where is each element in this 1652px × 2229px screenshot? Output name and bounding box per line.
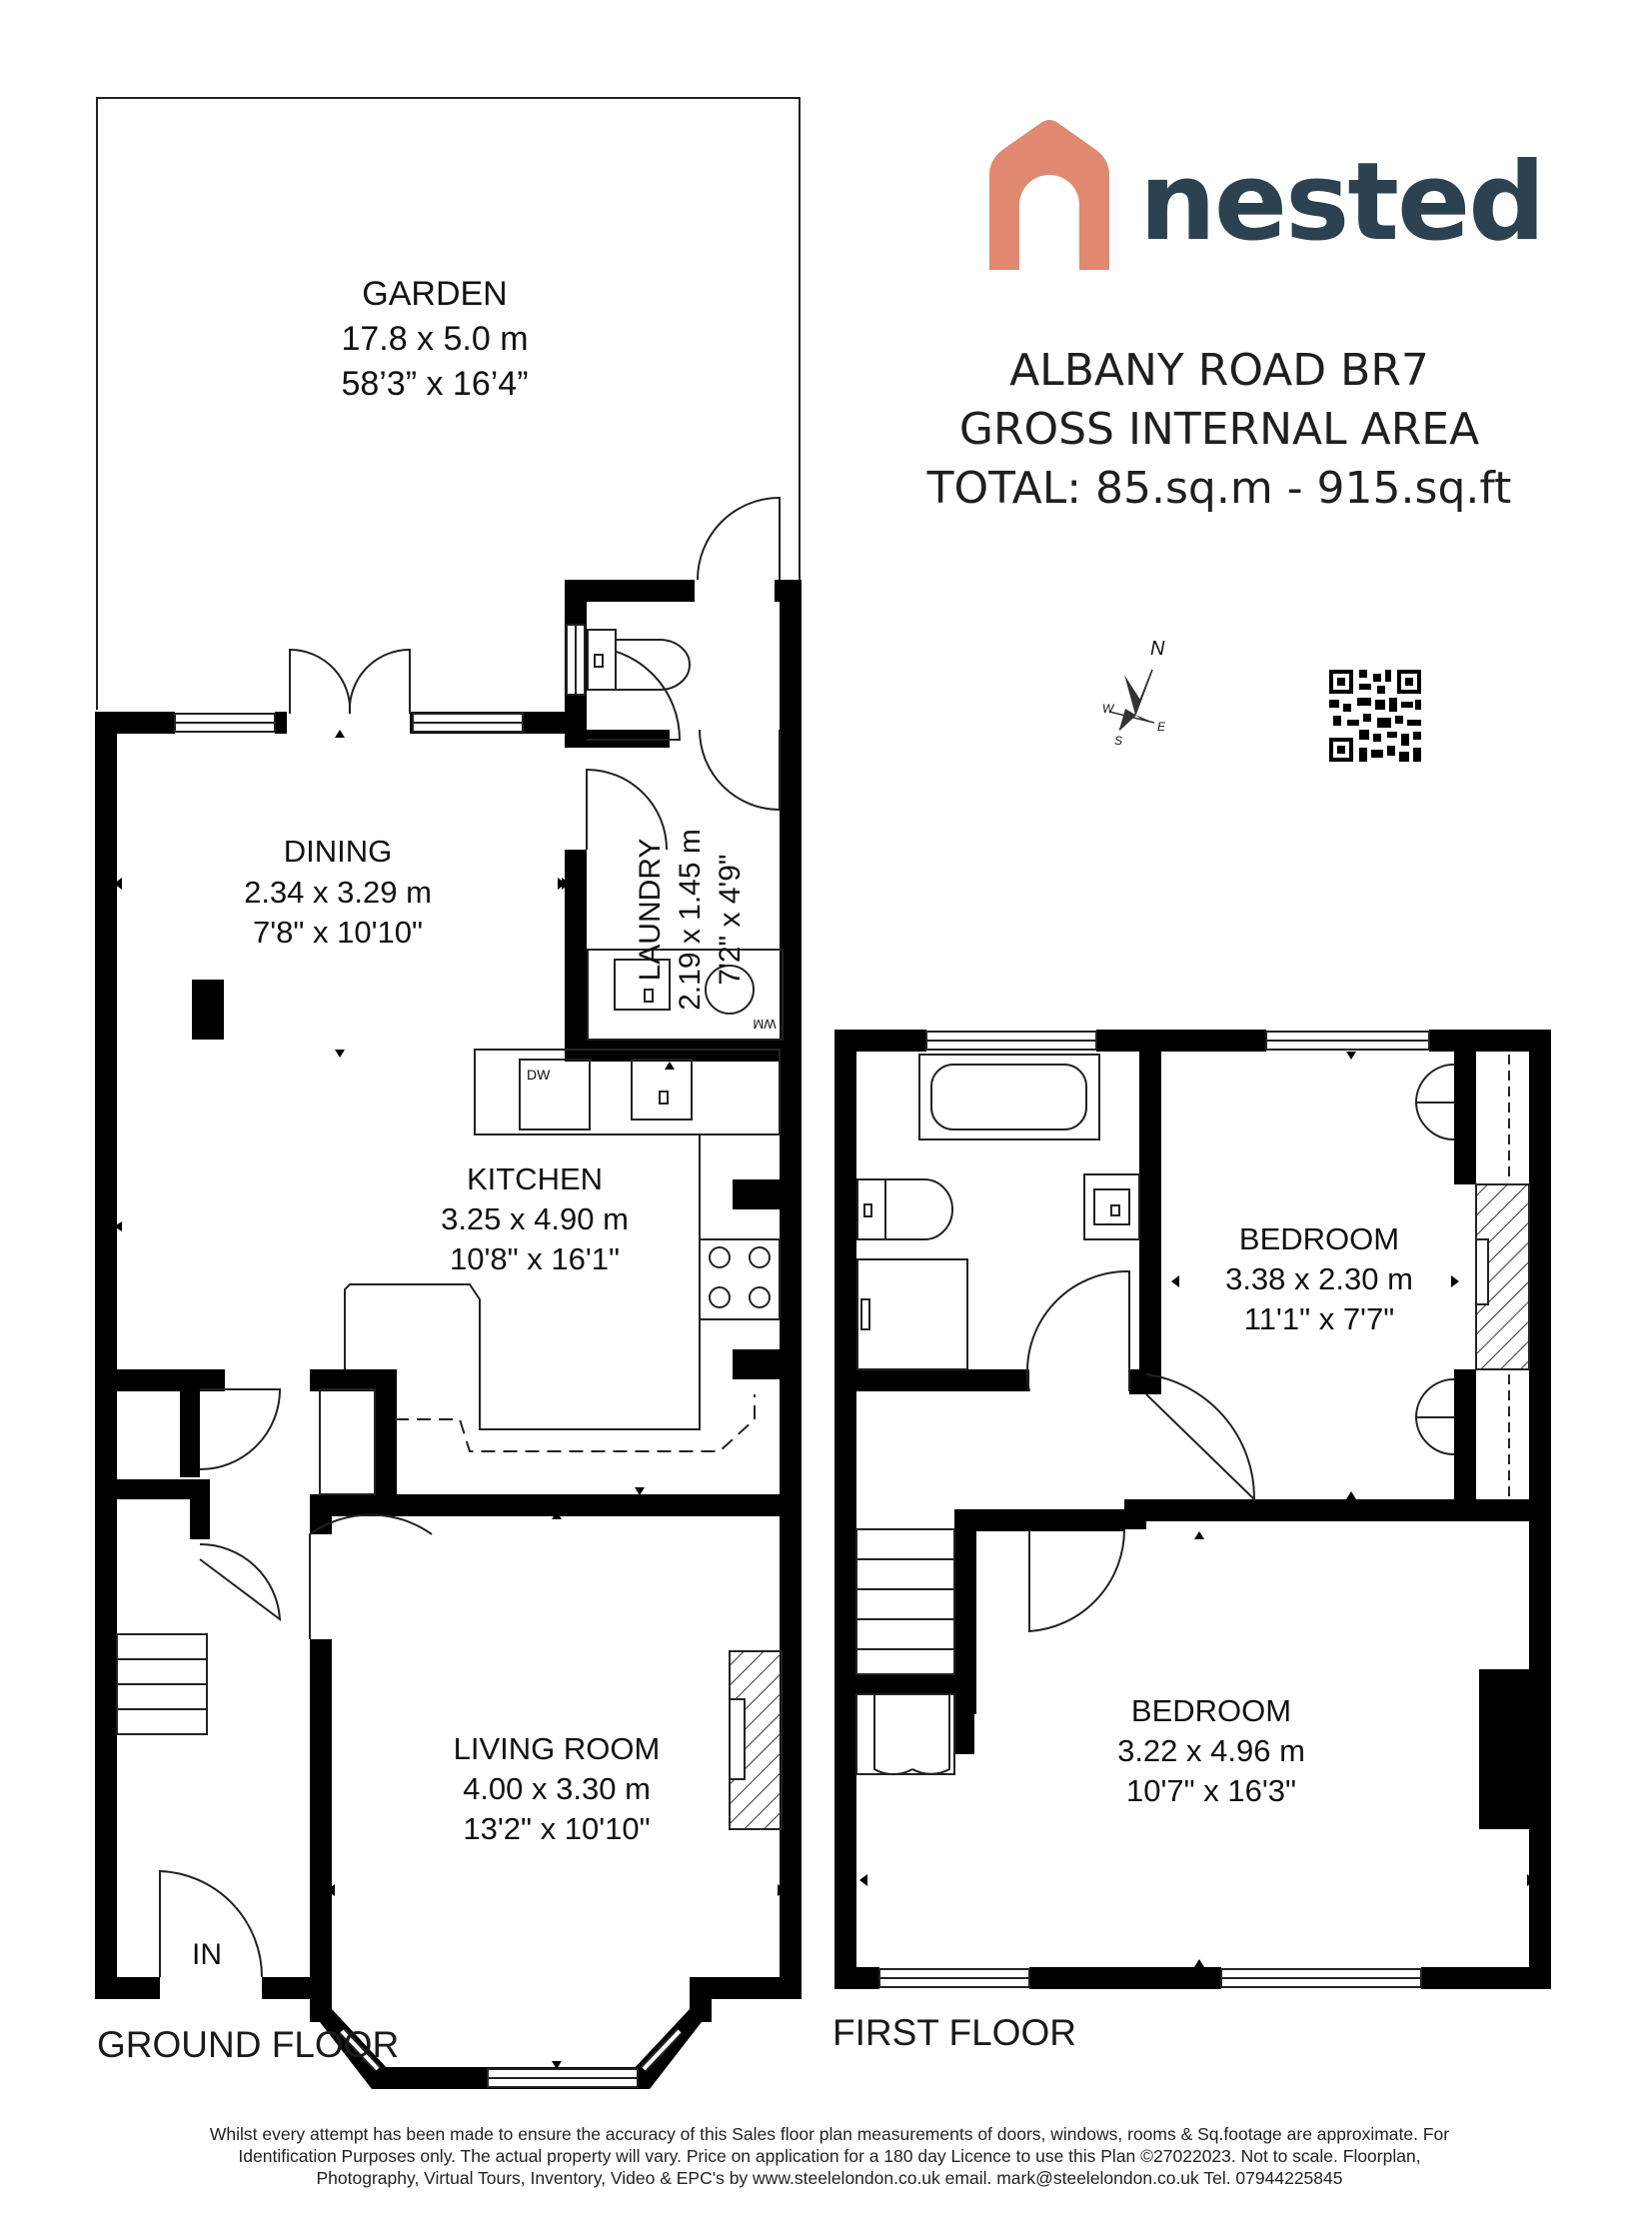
- dining-metric: 2.34 x 3.29 m: [244, 875, 432, 910]
- disclaimer-line-1: Whilst every attempt has been made to en…: [209, 2124, 1450, 2144]
- first-floor-fixtures: [855, 1054, 1530, 1776]
- laundry-label: LAUNDRY 2.19 x 1.45 m 7'2" x 4'9": [634, 829, 747, 1011]
- area-label: GROSS INTERNAL AREA: [958, 404, 1480, 455]
- first-floor-label: FIRST FLOOR: [832, 2012, 1076, 2053]
- laundry-metric: 2.19 x 1.45 m: [674, 829, 707, 1011]
- compass-w: W: [1102, 702, 1115, 716]
- garden-metric: 17.8 x 5.0 m: [341, 320, 528, 358]
- dining-column: [192, 980, 224, 1040]
- bedroom2-imperial: 10'7" x 16'3": [1126, 1773, 1296, 1808]
- wm-label: WM: [753, 1017, 776, 1032]
- living-room-label: LIVING ROOM 4.00 x 3.30 m 13'2" x 10'10": [454, 1731, 661, 1846]
- entrance-label: IN: [192, 1938, 222, 1971]
- dimension-markers: [114, 730, 786, 2069]
- first-floor-walls: [834, 1030, 1551, 1989]
- kitchen-metric: 3.25 x 4.90 m: [441, 1201, 629, 1236]
- laundry-name: LAUNDRY: [634, 839, 667, 982]
- dining-name: DINING: [284, 834, 393, 869]
- garden-name: GARDEN: [362, 275, 507, 313]
- laundry-imperial: 7'2" x 4'9": [714, 854, 747, 985]
- kitchen-imperial: 10'8" x 16'1": [450, 1241, 620, 1276]
- bedroom1-metric: 3.38 x 2.30 m: [1225, 1261, 1413, 1296]
- ground-floor-label: GROUND FLOOR: [97, 2024, 400, 2065]
- bedroom1-imperial: 11'1" x 7'7": [1244, 1301, 1394, 1336]
- ground-floor-walls: [95, 580, 802, 2089]
- disclaimer-line-2: Identification Purposes only. The actual…: [238, 2146, 1421, 2166]
- bedroom1-name: BEDROOM: [1239, 1221, 1399, 1256]
- kitchen-label: KITCHEN 3.25 x 4.90 m 10'8" x 16'1": [441, 1161, 629, 1276]
- total-area: TOTAL: 85.sq.m - 915.sq.ft: [926, 463, 1512, 514]
- first-floor-markers: [859, 1052, 1535, 1967]
- living-imperial: 13'2" x 10'10": [463, 1811, 650, 1846]
- address-title: ALBANY ROAD BR7: [1009, 345, 1429, 396]
- compass-n: N: [1150, 638, 1165, 660]
- nested-logo-icon: [989, 120, 1109, 270]
- garden: GARDEN 17.8 x 5.0 m 58’3” x 16’4”: [96, 97, 801, 710]
- disclaimer: Whilst every attempt has been made to en…: [170, 2123, 1489, 2189]
- bedroom2-name: BEDROOM: [1131, 1693, 1291, 1728]
- dining-label: DINING 2.34 x 3.29 m 7'8" x 10'10": [244, 834, 432, 950]
- first-floor-windows: [878, 1031, 1430, 1988]
- kitchen-name: KITCHEN: [467, 1161, 603, 1196]
- ground-floor-windows: [174, 624, 683, 2088]
- bedroom2-label: BEDROOM 3.22 x 4.96 m 10'7" x 16'3": [1117, 1693, 1305, 1808]
- compass-s: S: [1114, 734, 1122, 748]
- bedroom2-metric: 3.22 x 4.96 m: [1117, 1733, 1305, 1768]
- ground-floor-doors: [159, 496, 781, 1978]
- ground-floor-fixtures: [116, 629, 784, 1830]
- disclaimer-line-3: Photography, Virtual Tours, Inventory, V…: [316, 2168, 1343, 2188]
- compass-e: E: [1157, 720, 1166, 734]
- brand-wordmark: nested: [1139, 140, 1546, 265]
- living-name: LIVING ROOM: [454, 1731, 661, 1766]
- qr-code-icon: [1329, 670, 1421, 762]
- compass-icon: N W E S: [1102, 638, 1166, 748]
- dining-imperial: 7'8" x 10'10": [253, 915, 423, 950]
- garden-imperial: 58’3” x 16’4”: [341, 365, 528, 403]
- living-metric: 4.00 x 3.30 m: [463, 1771, 651, 1806]
- bedroom1-label: BEDROOM 3.38 x 2.30 m 11'1" x 7'7": [1225, 1221, 1413, 1336]
- dw-label: DW: [527, 1067, 551, 1083]
